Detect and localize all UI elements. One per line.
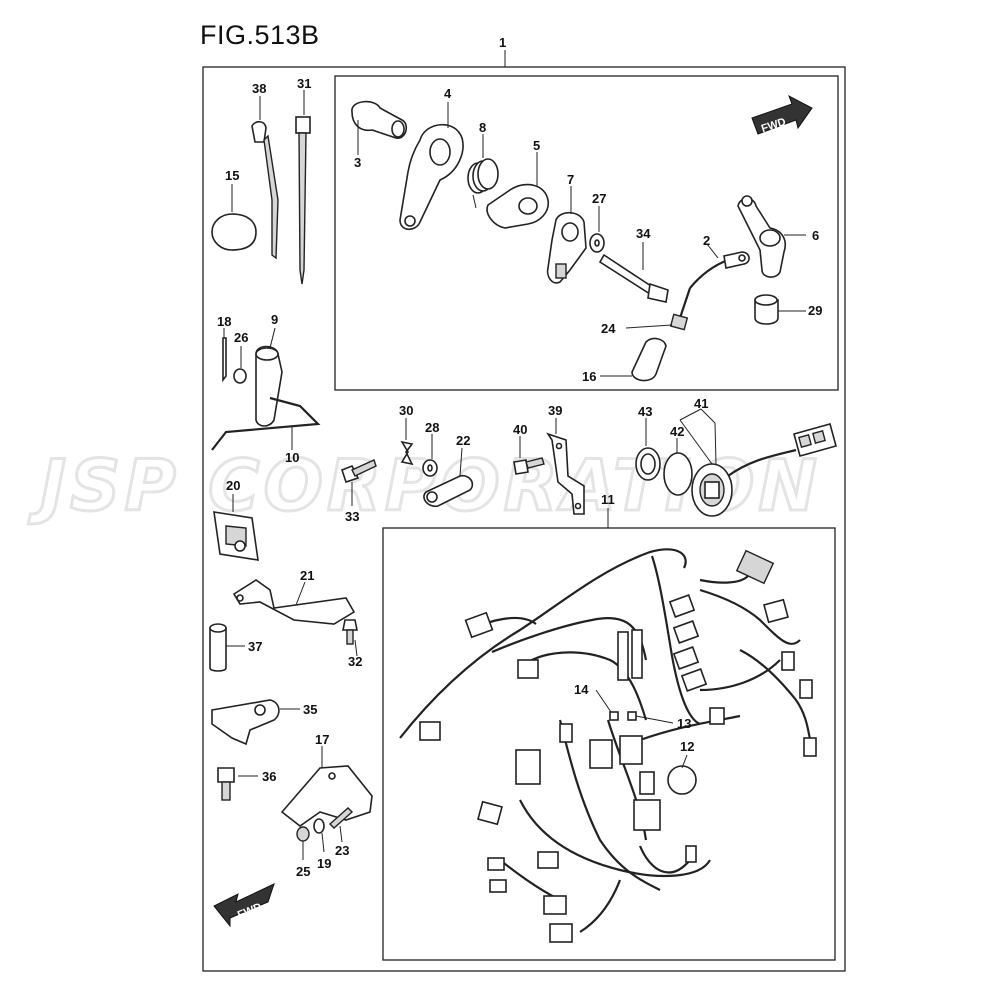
part-20-block [213,494,259,561]
part-16-joint [600,337,667,382]
part-2-rod [678,243,750,319]
callout-6: 6 [812,228,819,243]
callout-21: 21 [300,568,314,583]
part-9-lever [255,327,283,427]
callout-1: 1 [499,35,506,50]
callout-7: 7 [567,172,574,187]
callout-15: 15 [225,168,239,183]
callout-8: 8 [479,120,486,135]
part-31-cable-tie [295,90,311,285]
callout-11: 11 [601,492,615,507]
callout-25: 25 [296,864,310,879]
part-10-rod [211,396,321,451]
part-40-bolt [513,436,545,475]
callout-43: 43 [638,404,652,419]
callout-2: 2 [703,233,710,248]
part-11-wire-harness [399,548,813,933]
part-24-nut [625,313,689,331]
callout-9: 9 [271,312,278,327]
callout-4: 4 [444,86,452,101]
callout-19: 19 [317,856,331,871]
callout-24: 24 [601,321,616,336]
part-6-arm [737,195,806,278]
part-34-bolt [598,242,669,303]
part-4-lever [399,102,464,231]
part-8-spring [467,134,499,209]
part-27-washer [589,206,605,253]
callout-42: 42 [670,424,684,439]
part-30-clip [400,418,414,466]
part-5-cam [486,152,550,229]
callout-41: 41 [694,396,708,411]
fwd-arrow-top: FWD [751,94,813,135]
callout-32: 32 [348,654,362,669]
harness-connectors [419,549,817,943]
callout-13: 13 [677,716,691,731]
part-38-clip [251,96,279,260]
upper-assembly-frame [334,75,839,391]
callout-29: 29 [808,303,822,318]
callout-37: 37 [248,639,262,654]
part-23-stud [328,807,354,843]
part-28-washer [422,434,438,477]
callout-26: 26 [234,330,248,345]
callout-33: 33 [345,509,359,524]
part-21-plate [232,579,356,625]
part-39-bracket [546,418,585,515]
part-37-pipe [209,623,245,672]
callout-30: 30 [399,403,413,418]
part-36-bolt [217,767,258,801]
part-43-grommet [635,418,661,481]
part-42-o-ring [663,438,693,496]
callout-18: 18 [217,314,231,329]
part-35-plate [211,699,300,746]
callout-23: 23 [335,843,349,858]
callout-40: 40 [513,422,527,437]
callout-31: 31 [297,76,311,91]
callout-20: 20 [226,478,240,493]
part-18-pin [222,328,227,383]
callout-10: 10 [285,450,299,465]
callout-12: 12 [680,739,694,754]
part-41-socket [679,408,837,517]
outer-frame [202,66,846,972]
part-15-cap [211,184,257,251]
callout-17: 17 [315,732,329,747]
part-17-bracket [280,746,373,827]
callout-16: 16 [582,369,596,384]
callout-34: 34 [636,226,651,241]
callout-14: 14 [574,682,589,697]
part-25-nut [296,826,310,860]
figure-title: FIG.513B [200,20,320,50]
callout-38: 38 [252,81,266,96]
callout-39: 39 [548,403,562,418]
part-32-bolt [342,619,358,657]
part-7-bracket [546,186,587,284]
callout-27: 27 [592,191,606,206]
fwd-arrow-bottom: FWD [213,883,275,928]
part-3-collar [351,100,408,155]
part-26-washer [233,346,247,384]
harness-frame [382,527,836,961]
callout-35: 35 [303,702,317,717]
part-22-link [423,447,474,508]
callout-22: 22 [456,433,470,448]
callout-3: 3 [354,155,361,170]
part-29-bushing [754,294,806,325]
callout-36: 36 [262,769,276,784]
callout-28: 28 [425,420,439,435]
part-33-bolt [341,459,377,506]
part-19-washer [313,818,325,853]
callout-5: 5 [533,138,540,153]
